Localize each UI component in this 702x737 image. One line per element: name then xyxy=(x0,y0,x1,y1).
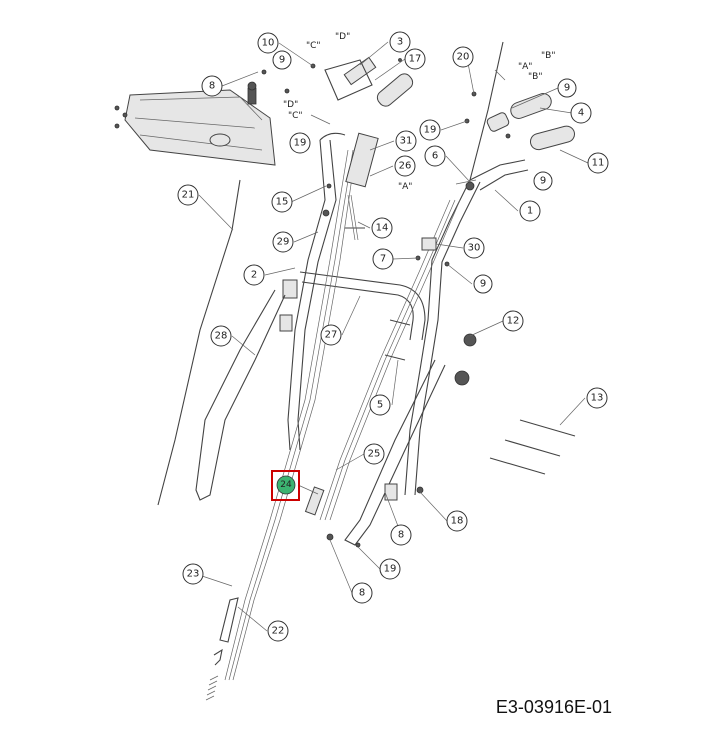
callout-27: 27 xyxy=(320,324,342,346)
label-b-top: "B" xyxy=(541,51,555,61)
callout-9-top-right: 9 xyxy=(557,78,577,98)
label-a-top: "A" xyxy=(518,62,532,72)
control-panel xyxy=(114,81,276,166)
svg-text:19: 19 xyxy=(294,138,307,149)
svg-text:20: 20 xyxy=(457,52,470,63)
svg-text:23: 23 xyxy=(187,569,200,580)
svg-text:26: 26 xyxy=(399,161,412,172)
svg-text:19: 19 xyxy=(424,125,437,136)
svg-text:31: 31 xyxy=(400,136,413,147)
callout-17: 17 xyxy=(404,48,426,70)
svg-text:27: 27 xyxy=(325,330,338,341)
svg-text:9: 9 xyxy=(540,176,546,187)
callout-12: 12 xyxy=(502,310,524,332)
svg-text:12: 12 xyxy=(507,316,520,327)
svg-text:8: 8 xyxy=(398,530,404,541)
cables xyxy=(224,149,461,681)
svg-text:11: 11 xyxy=(592,158,605,169)
callout-26: 26 xyxy=(394,155,416,177)
svg-text:18: 18 xyxy=(451,516,464,527)
callout-6: 6 xyxy=(424,145,446,167)
callout-1: 1 xyxy=(519,200,541,222)
lower-handle-25 xyxy=(344,359,446,546)
callout-3: 3 xyxy=(389,31,411,53)
callout-25: 25 xyxy=(363,443,385,465)
svg-text:9: 9 xyxy=(279,55,285,66)
svg-text:17: 17 xyxy=(409,54,422,65)
svg-text:1: 1 xyxy=(527,206,533,217)
hardware xyxy=(261,58,576,548)
right-handle xyxy=(404,41,575,496)
label-c-mid: "C" xyxy=(288,111,303,121)
callout-7: 7 xyxy=(372,248,394,270)
lower-handle-28 xyxy=(195,289,286,501)
callout-11: 11 xyxy=(587,152,609,174)
callout-19-left: 19 xyxy=(289,132,311,154)
callout-8-bottom: 8 xyxy=(351,582,373,604)
callout-15: 15 xyxy=(271,191,293,213)
svg-text:13: 13 xyxy=(591,393,604,404)
svg-text:29: 29 xyxy=(277,237,290,248)
callout-4: 4 xyxy=(570,102,592,124)
callout-19-top: 19 xyxy=(419,119,441,141)
svg-text:15: 15 xyxy=(276,197,289,208)
callout-22: 22 xyxy=(267,620,289,642)
svg-text:6: 6 xyxy=(432,151,438,162)
callout-10: 10 xyxy=(257,32,279,54)
svg-text:9: 9 xyxy=(480,279,486,290)
callout-21: 21 xyxy=(177,184,199,206)
svg-text:30: 30 xyxy=(468,243,481,254)
svg-text:5: 5 xyxy=(377,400,383,411)
callout-20: 20 xyxy=(452,46,474,68)
callout-2: 2 xyxy=(243,264,265,286)
cable-spring xyxy=(205,597,239,701)
svg-text:8: 8 xyxy=(209,81,215,92)
left-grips xyxy=(324,56,414,107)
letter-labels: "C" "D" "D" "C" "B" "A" "B" "A" xyxy=(283,32,555,192)
svg-text:28: 28 xyxy=(215,331,228,342)
callout-9-right: 9 xyxy=(533,171,553,191)
svg-text:7: 7 xyxy=(380,254,386,265)
cable-21 xyxy=(157,179,241,506)
svg-text:8: 8 xyxy=(359,588,365,599)
svg-text:22: 22 xyxy=(272,626,285,637)
svg-text:19: 19 xyxy=(384,564,397,575)
svg-text:21: 21 xyxy=(182,190,195,201)
svg-text:3: 3 xyxy=(397,37,403,48)
callout-24-highlighted[interactable]: 24 xyxy=(271,470,300,501)
callout-24-label: 24 xyxy=(280,480,292,490)
document-id: E3-03916E-01 xyxy=(495,697,612,717)
label-d-top: "D" xyxy=(335,32,350,42)
svg-text:25: 25 xyxy=(368,449,381,460)
callout-13: 13 xyxy=(586,387,608,409)
label-c-top: "C" xyxy=(306,41,321,51)
svg-text:4: 4 xyxy=(578,108,584,119)
callout-29: 29 xyxy=(272,231,294,253)
callout-14: 14 xyxy=(371,217,393,239)
left-handle xyxy=(279,132,346,451)
svg-text:9: 9 xyxy=(564,83,570,94)
callout-18: 18 xyxy=(446,510,468,532)
label-a-mid: "A" xyxy=(398,182,412,192)
svg-text:2: 2 xyxy=(251,270,257,281)
callout-8-mid: 8 xyxy=(390,524,412,546)
callout-28: 28 xyxy=(210,325,232,347)
callout-9-mid: 9 xyxy=(473,274,493,294)
callout-19-bottom: 19 xyxy=(379,558,401,580)
callout-5: 5 xyxy=(369,394,391,416)
crossbar-27 xyxy=(299,271,426,341)
callout-31: 31 xyxy=(395,130,417,152)
callout-30: 30 xyxy=(463,237,485,259)
svg-text:14: 14 xyxy=(376,223,389,234)
label-d-mid: "D" xyxy=(283,100,298,110)
svg-text:10: 10 xyxy=(262,38,275,49)
callout-23: 23 xyxy=(182,563,204,585)
callout-9-top-left: 9 xyxy=(272,50,292,70)
callout-8-top: 8 xyxy=(201,75,223,97)
label-b-mid: "B" xyxy=(528,72,542,82)
